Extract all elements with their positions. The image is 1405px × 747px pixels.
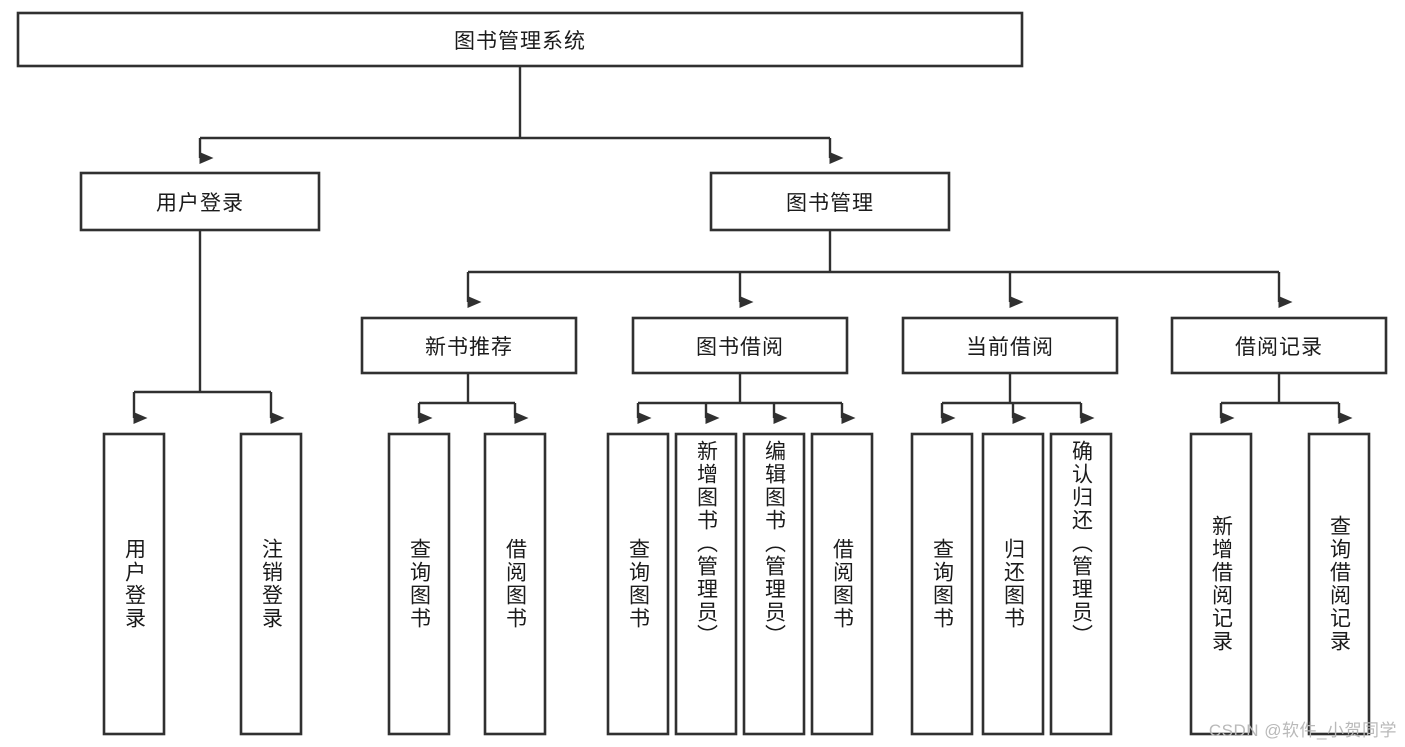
node-box-current-borrow[interactable] <box>901 316 1119 375</box>
connector-user-login-to-leaves <box>132 230 285 424</box>
node-box-leaf-return-book[interactable] <box>981 432 1045 736</box>
node-box-leaf-borrow-book-1[interactable] <box>483 432 547 736</box>
node-box-leaf-add-book[interactable] <box>674 432 738 736</box>
node-box-leaf-logout[interactable] <box>239 432 303 736</box>
node-box-book-borrow[interactable] <box>631 316 849 375</box>
node-box-borrow-record[interactable] <box>1170 316 1388 375</box>
node-box-leaf-user-login[interactable] <box>102 432 166 736</box>
node-box-user-login[interactable] <box>79 171 321 232</box>
connector-root-to-level2 <box>198 66 844 164</box>
node-box-new-book-recommend[interactable] <box>360 316 578 375</box>
connector-new-book-recommend-to-leaves <box>417 373 529 424</box>
connector-book-borrow-to-leaves <box>636 373 856 424</box>
node-box-leaf-query-record[interactable] <box>1307 432 1371 736</box>
node-box-leaf-query-book-3[interactable] <box>910 432 974 736</box>
node-box-leaf-query-book-1[interactable] <box>387 432 451 736</box>
connector-current-borrow-to-leaves <box>940 373 1095 424</box>
node-box-leaf-edit-book[interactable] <box>742 432 806 736</box>
connector-book-management-to-level3 <box>466 230 1293 308</box>
node-box-leaf-borrow-book-2[interactable] <box>810 432 874 736</box>
connector-borrow-record-to-leaves <box>1219 373 1353 424</box>
node-box-root[interactable] <box>16 11 1024 68</box>
node-box-leaf-add-record[interactable] <box>1189 432 1253 736</box>
node-box-book-management[interactable] <box>709 171 951 232</box>
node-box-leaf-query-book-2[interactable] <box>606 432 670 736</box>
watermark-text: CSDN @软件_小贺同学 <box>1208 721 1397 740</box>
node-box-leaf-confirm-return[interactable] <box>1049 432 1113 736</box>
